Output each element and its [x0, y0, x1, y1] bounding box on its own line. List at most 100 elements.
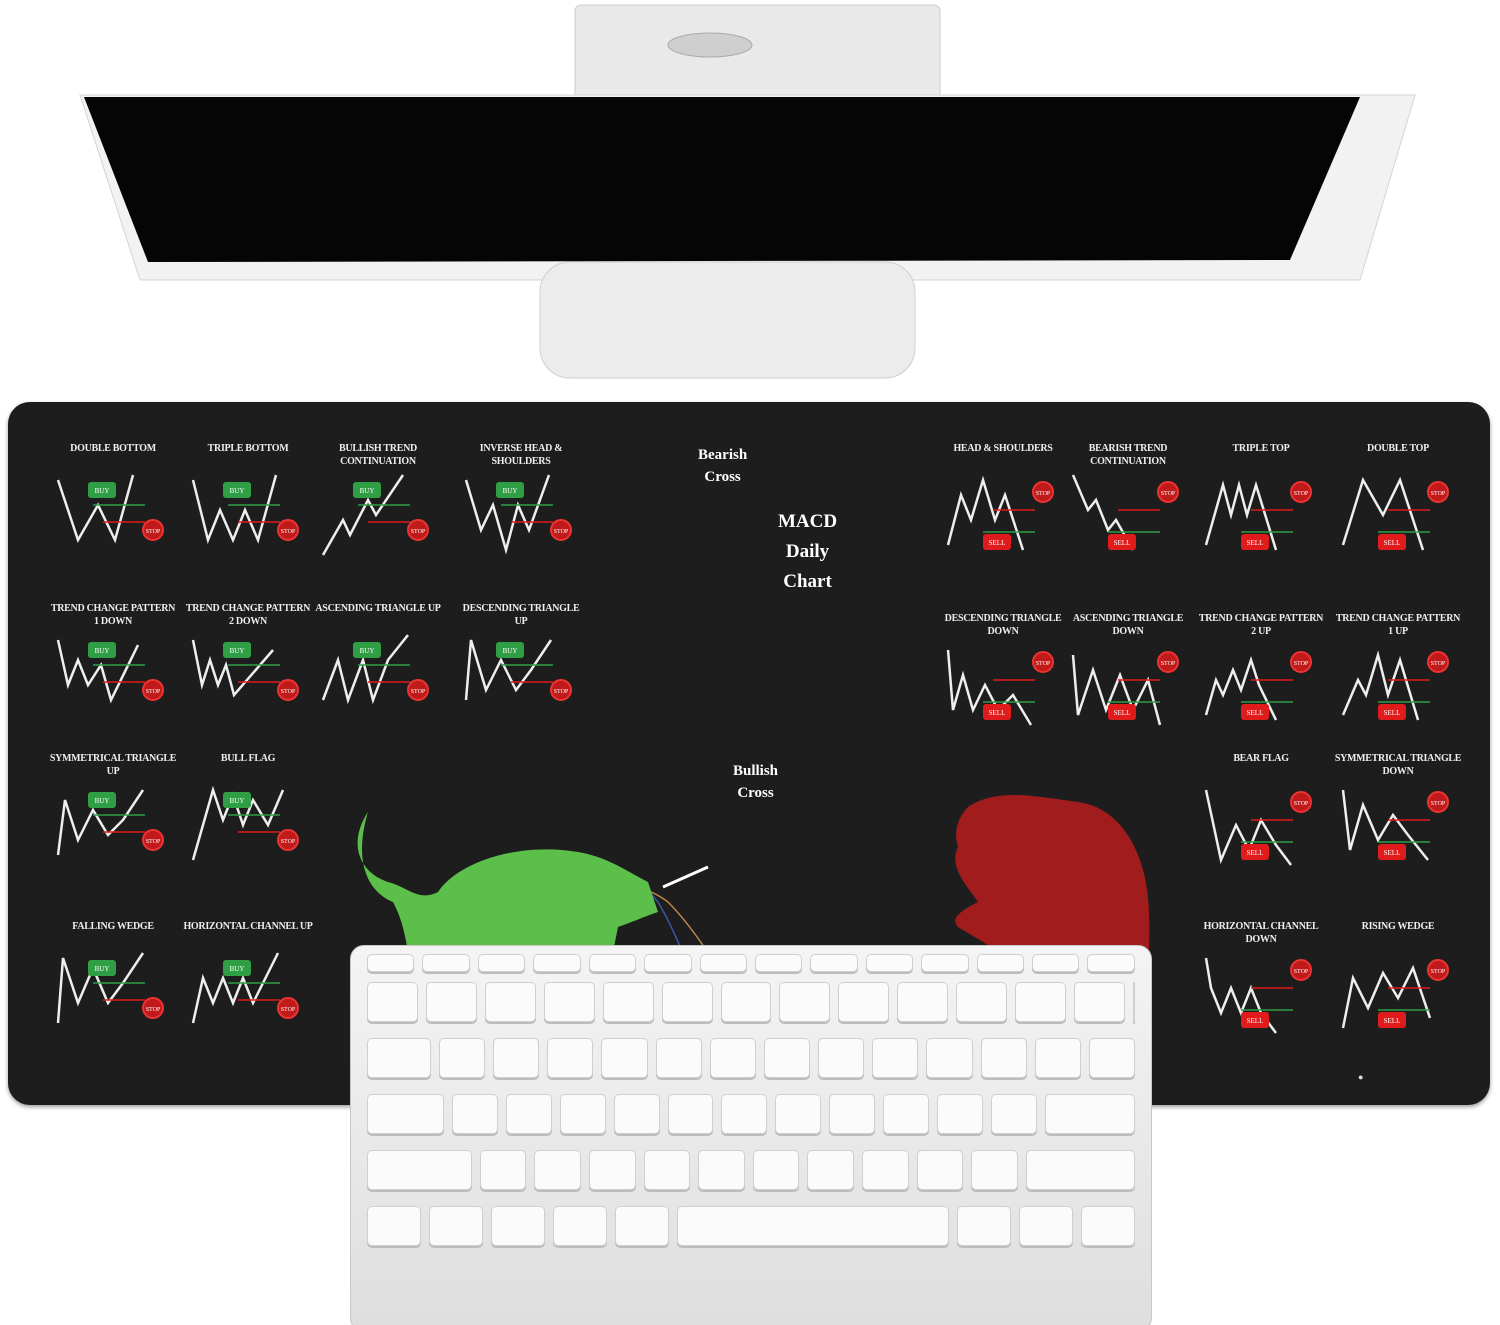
- keyboard-key[interactable]: [779, 982, 831, 1022]
- keyboard-key[interactable]: [921, 954, 969, 972]
- keyboard-key[interactable]: [588, 1150, 636, 1190]
- keyboard-key[interactable]: [1032, 954, 1080, 972]
- stop-badge: [1157, 481, 1179, 503]
- keyboard-key[interactable]: [534, 1150, 581, 1190]
- keyboard-key[interactable]: [490, 1206, 545, 1246]
- keyboard-key[interactable]: [752, 1150, 800, 1190]
- keyboard-key[interactable]: [547, 1038, 594, 1078]
- keyboard-key[interactable]: [829, 1094, 876, 1134]
- keyboard-key[interactable]: [976, 954, 1025, 972]
- keyboard-key[interactable]: [1087, 954, 1135, 972]
- keyboard-key[interactable]: [720, 982, 772, 1022]
- keyboard-key[interactable]: [552, 1206, 607, 1246]
- stop-badge: [1427, 791, 1449, 813]
- keyboard-key[interactable]: [644, 954, 692, 972]
- signal-label: BUY: [360, 647, 375, 655]
- keyboard-key[interactable]: [484, 982, 536, 1022]
- price-line: [1341, 964, 1432, 1029]
- keyboard-key[interactable]: [367, 982, 418, 1022]
- keyboard-key[interactable]: [643, 1150, 691, 1190]
- sell-badge: [1241, 1012, 1269, 1028]
- keyboard-key[interactable]: [533, 954, 581, 972]
- keyboard-key[interactable]: [667, 1094, 714, 1134]
- keyboard-key[interactable]: [1074, 982, 1125, 1022]
- keyboard-key[interactable]: [865, 954, 914, 972]
- pattern-descending-triangle-down: Descending Triangle DownSELLSTOP: [938, 612, 1068, 742]
- keyboard-key[interactable]: [367, 1206, 421, 1246]
- keyboard-key[interactable]: [1132, 982, 1135, 1022]
- keyboard-key[interactable]: [1088, 1038, 1136, 1078]
- keyboard-key[interactable]: [655, 1038, 702, 1078]
- keyboard-key[interactable]: [956, 982, 1008, 1022]
- keyboard-key[interactable]: [425, 982, 477, 1022]
- stop-label: STOP: [1036, 491, 1051, 497]
- keyboard-key[interactable]: [451, 1094, 498, 1134]
- buy-badge: [496, 642, 524, 658]
- keyboard-key[interactable]: [699, 954, 747, 972]
- keyboard-key[interactable]: [698, 1150, 745, 1190]
- keyboard-key[interactable]: [1034, 1038, 1081, 1078]
- keyboard-key[interactable]: [367, 1150, 472, 1190]
- keyboard-key[interactable]: [957, 1206, 1012, 1246]
- keyboard-key[interactable]: [754, 954, 803, 972]
- keyboard-key[interactable]: [588, 954, 637, 972]
- signal-label: SELL: [1114, 709, 1131, 717]
- keyboard-key[interactable]: [872, 1038, 919, 1078]
- keyboard-key[interactable]: [1081, 1206, 1135, 1246]
- signal-label: BUY: [230, 965, 245, 973]
- keyboard-key[interactable]: [971, 1150, 1018, 1190]
- keyboard-key[interactable]: [1015, 982, 1067, 1022]
- keyboard-key[interactable]: [477, 954, 526, 972]
- keyboard-key[interactable]: [613, 1094, 660, 1134]
- keyboard-key[interactable]: [862, 1150, 909, 1190]
- keyboard-key[interactable]: [709, 1038, 756, 1078]
- price-line: [1071, 474, 1135, 551]
- keyboard-key[interactable]: [991, 1094, 1038, 1134]
- keyboard-key[interactable]: [559, 1094, 606, 1134]
- keyboard-key[interactable]: [810, 954, 858, 972]
- signal-label: SELL: [1114, 539, 1131, 547]
- stop-label: STOP: [1431, 969, 1446, 975]
- keyboard-key[interactable]: [721, 1094, 768, 1134]
- keyboard-key[interactable]: [614, 1206, 669, 1246]
- keyboard-key[interactable]: [838, 982, 890, 1022]
- sell-badge: [983, 704, 1011, 720]
- keyboard-key[interactable]: [479, 1150, 527, 1190]
- keyboard-key[interactable]: [1025, 1150, 1135, 1190]
- keyboard-key[interactable]: [422, 954, 470, 972]
- keyboard-key[interactable]: [937, 1094, 984, 1134]
- keyboard-key[interactable]: [543, 982, 595, 1022]
- keyboard-key[interactable]: [763, 1038, 811, 1078]
- price-line: [464, 639, 553, 701]
- signal-label: SELL: [989, 709, 1006, 717]
- keyboard-row: [367, 1094, 1136, 1134]
- signal-label: SELL: [1247, 709, 1264, 717]
- keyboard-key[interactable]: [818, 1038, 865, 1078]
- keyboard-key[interactable]: [676, 1206, 950, 1246]
- keyboard-key[interactable]: [807, 1150, 855, 1190]
- keyboard-key[interactable]: [367, 1094, 444, 1134]
- keyboard-key[interactable]: [1045, 1094, 1136, 1134]
- keyboard-key[interactable]: [505, 1094, 552, 1134]
- signal-label: BUY: [503, 647, 518, 655]
- keyboard-key[interactable]: [602, 982, 654, 1022]
- keyboard-key[interactable]: [897, 982, 949, 1022]
- keyboard-key[interactable]: [980, 1038, 1027, 1078]
- keyboard-key[interactable]: [1019, 1206, 1074, 1246]
- keyboard: [350, 945, 1152, 1325]
- keyboard-key[interactable]: [493, 1038, 540, 1078]
- stop-label: STOP: [411, 689, 426, 695]
- keyboard-key[interactable]: [883, 1094, 930, 1134]
- keyboard-key[interactable]: [367, 954, 415, 972]
- stand-hole: [667, 32, 753, 58]
- keyboard-key[interactable]: [926, 1038, 973, 1078]
- keyboard-key[interactable]: [916, 1150, 964, 1190]
- keyboard-key[interactable]: [428, 1206, 483, 1246]
- keyboard-key[interactable]: [601, 1038, 648, 1078]
- keyboard-key[interactable]: [367, 1038, 431, 1078]
- keyboard-key[interactable]: [438, 1038, 485, 1078]
- keyboard-key[interactable]: [775, 1094, 822, 1134]
- keyboard-key[interactable]: [661, 982, 713, 1022]
